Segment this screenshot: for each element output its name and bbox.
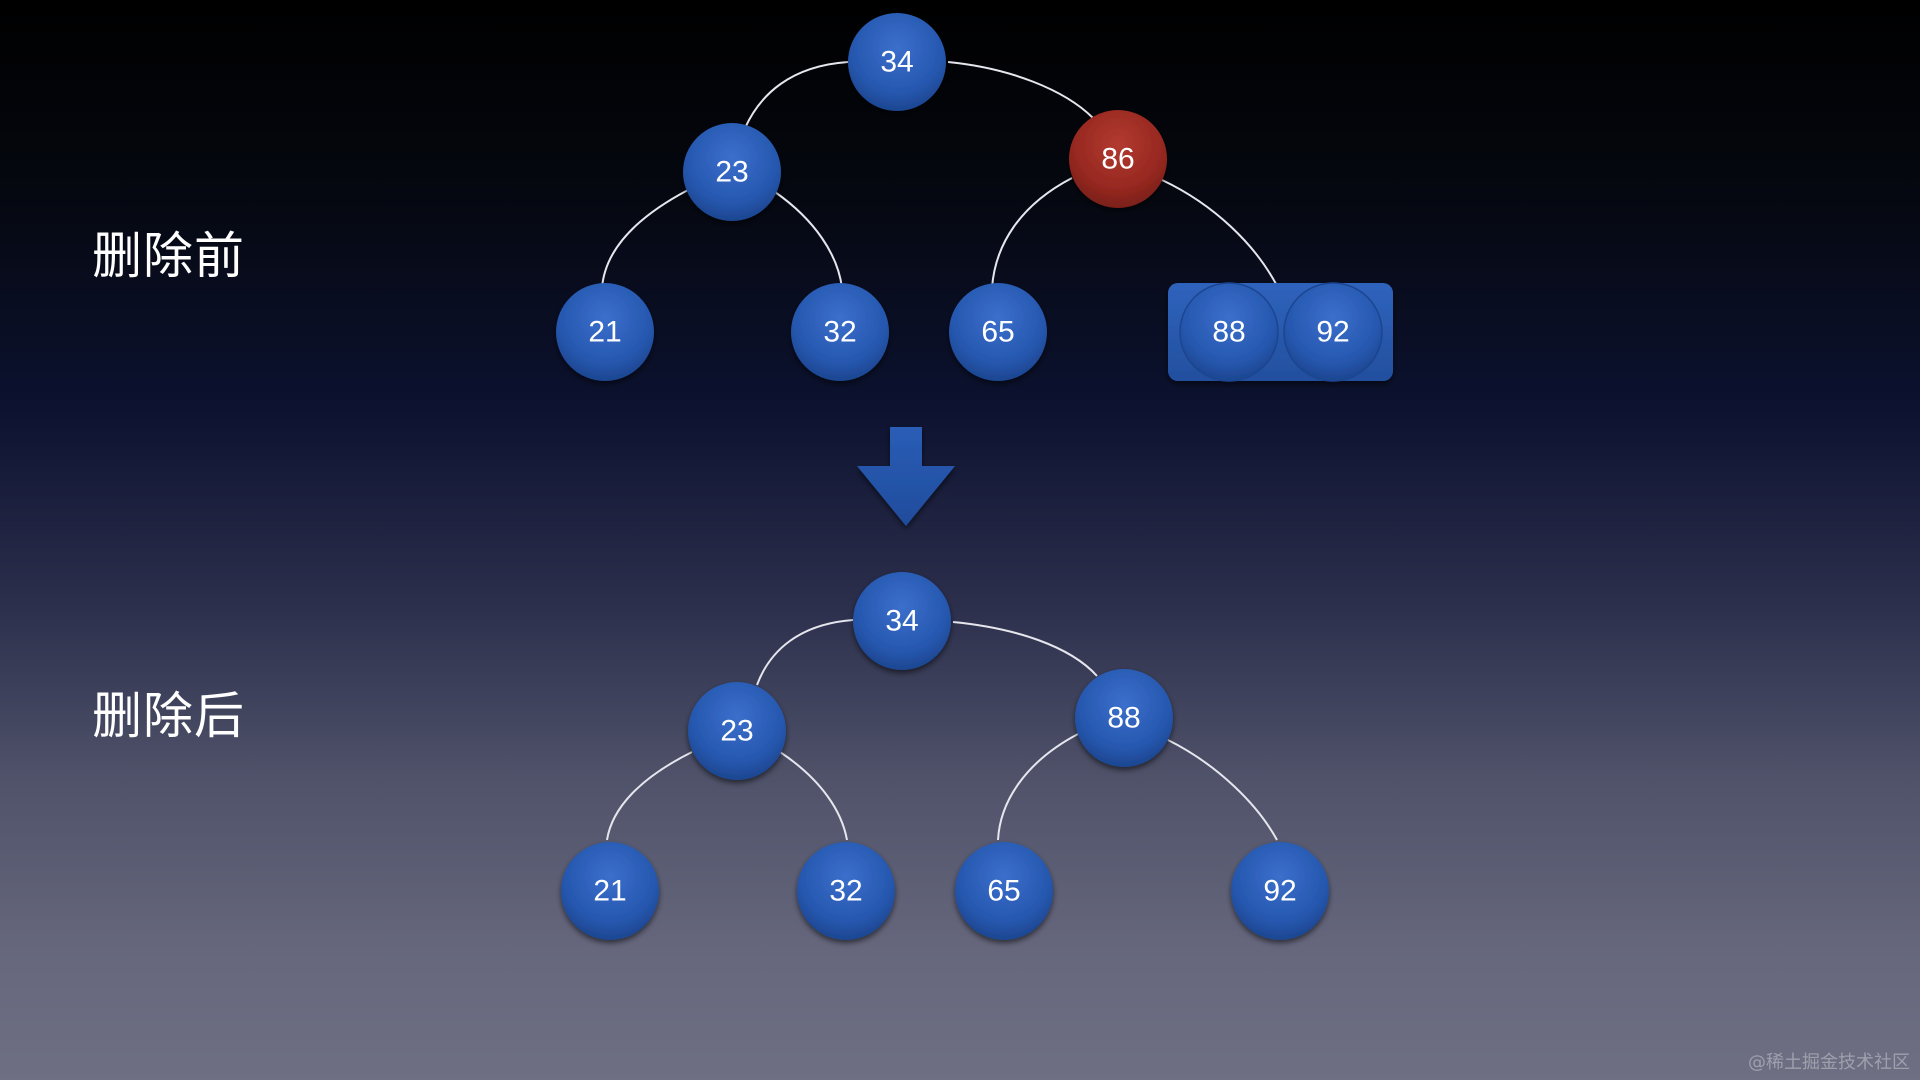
label-before-deletion: 删除前	[92, 227, 245, 285]
svg-text:92: 92	[1263, 875, 1296, 908]
watermark: @稀土掘金技术社区	[1748, 1052, 1910, 1073]
node-before-92	[1283, 282, 1383, 382]
node-after-34: 34	[853, 572, 951, 670]
node-before-34: 34	[848, 13, 946, 111]
edge-after-88-92	[1167, 739, 1278, 841]
node-before-23: 23	[683, 123, 781, 221]
label-after-deletion: 删除后	[92, 687, 245, 745]
node-before-21: 21	[556, 283, 654, 381]
node-before-65: 65	[949, 283, 1047, 381]
svg-text:21: 21	[588, 316, 621, 349]
svg-text:92: 92	[1316, 316, 1349, 349]
svg-text:88: 88	[1212, 316, 1245, 349]
svg-text:88: 88	[1107, 702, 1140, 735]
edge-23-21	[601, 189, 689, 289]
node-after-88: 88	[1075, 669, 1173, 767]
down-arrow-icon	[857, 427, 955, 526]
edge-86-65	[991, 177, 1073, 289]
node-after-92: 92	[1231, 842, 1329, 940]
edge-after-34-23	[756, 619, 854, 686]
edge-after-88-65	[997, 733, 1079, 841]
svg-text:23: 23	[720, 715, 753, 748]
svg-text:23: 23	[715, 156, 748, 189]
before-tree-edges	[601, 61, 1277, 289]
edge-after-23-21	[606, 751, 693, 841]
edge-23-32	[774, 191, 843, 289]
svg-text:34: 34	[880, 46, 913, 79]
after-tree-edges	[606, 619, 1278, 841]
node-before-32: 32	[791, 283, 889, 381]
node-after-32: 32	[797, 842, 895, 940]
svg-text:65: 65	[981, 316, 1014, 349]
svg-text:32: 32	[823, 316, 856, 349]
edge-34-23	[744, 61, 849, 129]
svg-text:86: 86	[1101, 143, 1134, 176]
svg-text:21: 21	[593, 875, 626, 908]
node-before-86-deleted: 86	[1069, 110, 1167, 208]
node-before-88	[1179, 282, 1279, 382]
svg-text:34: 34	[885, 605, 918, 638]
edge-86-merged	[1161, 179, 1277, 285]
node-after-21: 21	[561, 842, 659, 940]
edge-after-34-88	[952, 621, 1098, 677]
edge-34-86	[947, 61, 1094, 119]
node-after-23: 23	[688, 682, 786, 780]
svg-text:32: 32	[829, 875, 862, 908]
node-after-65: 65	[955, 842, 1053, 940]
merged-leaf-88-92: 88 92	[1168, 282, 1393, 382]
svg-text:65: 65	[987, 875, 1020, 908]
edge-after-23-32	[779, 751, 848, 841]
